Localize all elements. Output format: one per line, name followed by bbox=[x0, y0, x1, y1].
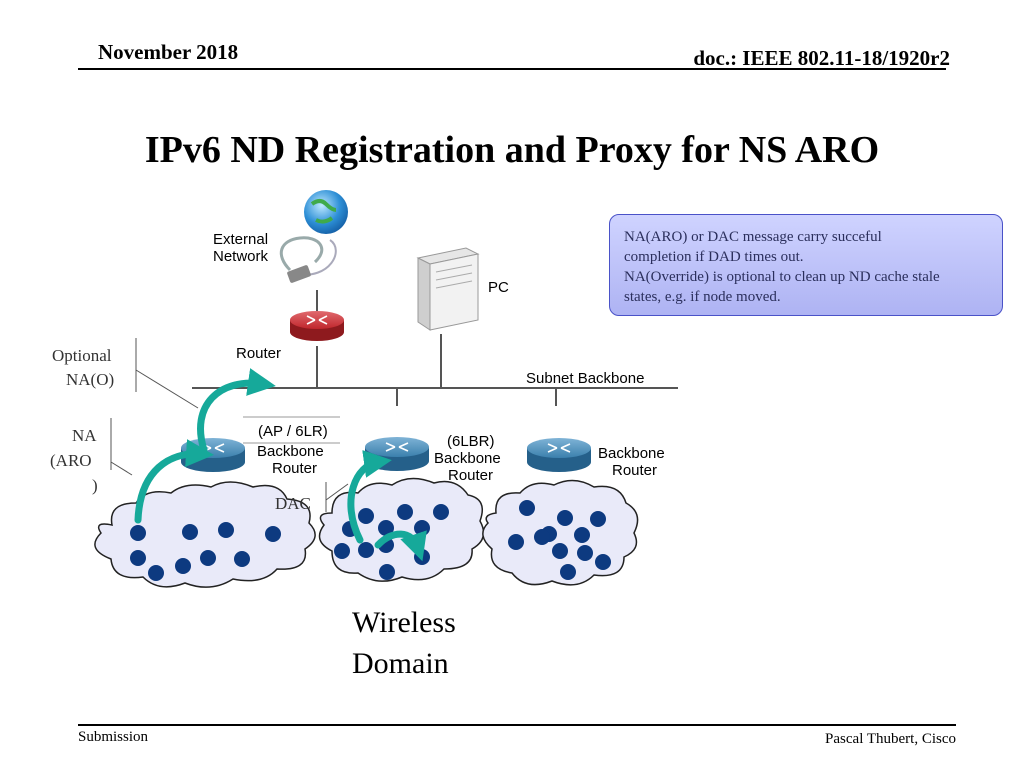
side-label-optional: Optional bbox=[52, 346, 112, 365]
6lbr-router-label: Router bbox=[448, 467, 493, 484]
external-network-globe-icon bbox=[279, 190, 348, 283]
side-label-optional: NA(O) bbox=[66, 370, 114, 389]
side-label-na: (ARO bbox=[50, 451, 92, 470]
side-brackets bbox=[110, 338, 349, 512]
ap-router-label: Backbone bbox=[257, 443, 324, 460]
wireless-domain-line: Domain bbox=[352, 647, 449, 680]
footer-author: Pascal Thubert, Cisco bbox=[825, 731, 956, 747]
ap-router-label: Router bbox=[272, 460, 317, 477]
router-label: Router bbox=[236, 345, 281, 362]
router-icon bbox=[290, 311, 344, 341]
message-arrows bbox=[134, 368, 427, 562]
callout-line: NA(Override) is optional to clean up ND … bbox=[624, 269, 940, 285]
wireless-domain-line: Wireless bbox=[352, 606, 456, 639]
header-rule bbox=[78, 68, 946, 70]
wireless-domain-label: Wireless Domain bbox=[352, 602, 456, 684]
callout-box: NA(ARO) or DAC message carry succeful co… bbox=[609, 214, 1003, 316]
header-doc-id: doc.: IEEE 802.11-18/1920r2 bbox=[693, 46, 950, 70]
network-diagram: External Network PC Subnet Backbone Rout… bbox=[50, 190, 678, 588]
footer-rule bbox=[78, 724, 956, 726]
subnet-backbone-label: Subnet Backbone bbox=[526, 370, 644, 387]
footer-submission: Submission bbox=[78, 729, 149, 745]
6lbr-router-label: Backbone bbox=[434, 450, 501, 467]
side-label-na: ) bbox=[92, 476, 98, 495]
pc-icon bbox=[416, 247, 480, 331]
slide-title: IPv6 ND Registration and Proxy for NS AR… bbox=[144, 129, 880, 171]
callout-line: completion if DAD times out. bbox=[624, 249, 804, 265]
external-network-label: Network bbox=[213, 248, 269, 265]
header-date: November 2018 bbox=[98, 40, 239, 64]
dac-label: DAC bbox=[275, 494, 311, 513]
backbone-router-label: Router bbox=[612, 462, 657, 479]
external-network-label: External bbox=[213, 231, 268, 248]
backbone-router-icon bbox=[527, 438, 591, 472]
backbone-router-label: Backbone bbox=[598, 445, 665, 462]
callout-line: NA(ARO) or DAC message carry succeful bbox=[624, 229, 882, 245]
side-label-na: NA bbox=[72, 426, 97, 445]
pc-label: PC bbox=[488, 279, 509, 296]
ap-router-label: (AP / 6LR) bbox=[258, 423, 328, 440]
callout-line: states, e.g. if node moved. bbox=[624, 289, 781, 305]
6lbr-router-label: (6LBR) bbox=[447, 433, 495, 450]
